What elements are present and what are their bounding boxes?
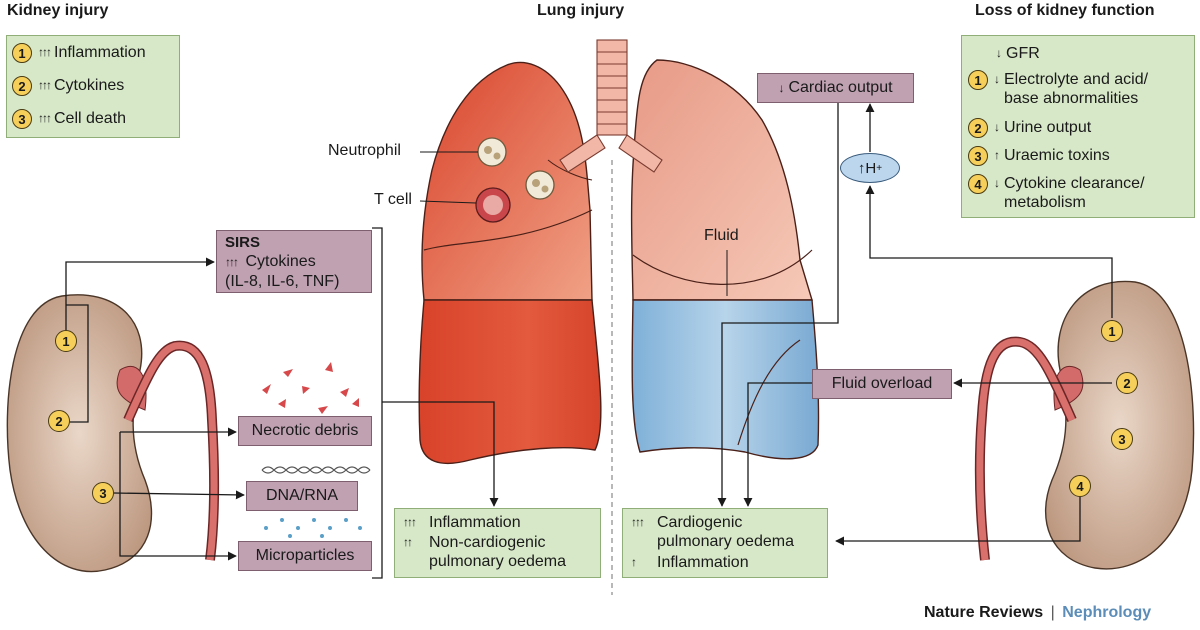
item-text-line: Electrolyte and acid/ <box>1004 71 1149 88</box>
up-arrow-icon: ↑ <box>631 555 637 569</box>
left-kidney-badge-1: 1 <box>55 330 77 352</box>
number-badge: 2 <box>968 118 988 138</box>
connector-arrows <box>65 103 1113 579</box>
number-badge: 4 <box>968 174 988 194</box>
outcome-left-item-2: ↑↑ Non-cardiogenic pulmonary oedema <box>403 533 566 571</box>
loss-item-2: 2 ↓ Urine output <box>968 118 1091 138</box>
necrotic-debris-shards <box>262 362 359 414</box>
kidney-injury-item-3: 3 ↑↑↑ Cell death <box>12 109 126 129</box>
item-text: GFR <box>1006 45 1040 62</box>
item-text: Inflammation <box>657 554 749 571</box>
dna-rna-box: DNA/RNA <box>246 481 358 511</box>
up-arrows-icon: ↑↑↑ <box>38 45 52 59</box>
item-text: Inflammation <box>429 514 521 531</box>
up-arrows-icon: ↑↑↑ <box>631 515 645 529</box>
item-text-line: pulmonary oedema <box>657 533 794 550</box>
neutrophil-cells <box>477 137 555 200</box>
right-kidney-badge-3: 3 <box>1111 428 1133 450</box>
left-kidney-badge-2: 2 <box>48 410 70 432</box>
right-lung <box>630 59 820 460</box>
outcome-right-item-1: ↑↑↑ Cardiogenic pulmonary oedema <box>631 513 794 551</box>
t-cell <box>475 187 511 223</box>
down-arrow-icon: ↓ <box>994 176 1000 190</box>
right-kidney-badge-2: 2 <box>1116 372 1138 394</box>
fluid-overload-box: Fluid overload <box>812 369 952 399</box>
gfr-item: ↓ GFR <box>996 44 1040 63</box>
down-arrow-icon: ↓ <box>994 120 1000 134</box>
cardiac-output-label: Cardiac output <box>788 79 893 96</box>
kidney-injury-item-2: 2 ↑↑↑ Cytokines <box>12 76 124 96</box>
down-arrow-icon: ↓ <box>994 72 1000 86</box>
item-text: Cytokines <box>54 77 125 94</box>
number-badge: 1 <box>12 43 32 63</box>
outcome-right-item-2: ↑ Inflammation <box>631 553 749 572</box>
up-arrow-icon: ↑ <box>994 148 1000 162</box>
left-kidney-badge-3: 3 <box>92 482 114 504</box>
right-kidney <box>974 280 1195 570</box>
cardiac-output-box: ↓ Cardiac output <box>757 73 914 103</box>
necrotic-debris-box: Necrotic debris <box>238 416 372 446</box>
item-text-line: pulmonary oedema <box>429 553 566 570</box>
item-text: Cell death <box>54 110 127 127</box>
right-kidney-badge-1: 1 <box>1101 320 1123 342</box>
kidney-injury-title: Kidney injury <box>7 2 109 19</box>
item-text-line: Cardiogenic <box>657 514 743 531</box>
loss-kidney-function-box: ↓ GFR 1 ↓ Electrolyte and acid/ base abn… <box>961 35 1195 218</box>
number-badge: 1 <box>968 70 988 90</box>
up-arrows-icon: ↑↑↑ <box>403 515 417 529</box>
hydrogen-ion-label: ↑H <box>857 159 877 177</box>
t-cell-label: T cell <box>374 191 412 208</box>
item-text-line: metabolism <box>1004 194 1086 211</box>
item-text: Uraemic toxins <box>1004 147 1110 164</box>
publisher-name: Nature Reviews <box>924 604 1044 621</box>
item-text-line: Non-cardiogenic <box>429 534 546 551</box>
down-arrow-icon: ↓ <box>778 81 785 95</box>
outcome-left-item-1: ↑↑↑ Inflammation <box>403 513 521 532</box>
loss-kidney-function-title: Loss of kidney function <box>975 2 1155 19</box>
item-text-line: Cytokine clearance/ <box>1004 175 1145 192</box>
number-badge: 2 <box>12 76 32 96</box>
loss-item-4: 4 ↓ Cytokine clearance/ metabolism <box>968 174 1145 212</box>
microparticles-box: Microparticles <box>238 541 372 571</box>
loss-item-1: 1 ↓ Electrolyte and acid/ base abnormali… <box>968 70 1148 108</box>
dna-strand <box>261 466 371 474</box>
sirs-title: SIRS <box>225 234 261 251</box>
non-cardiogenic-outcome-box: ↑↑↑ Inflammation ↑↑ Non-cardiogenic pulm… <box>394 508 601 578</box>
up-arrows-icon: ↑↑↑ <box>38 78 52 92</box>
number-badge: 3 <box>12 109 32 129</box>
kidney-injury-box: 1 ↑↑↑ Inflammation 2 ↑↑↑ Cytokines 3 ↑↑↑… <box>6 35 180 138</box>
item-text-line: base abnormalities <box>1004 90 1139 107</box>
up-arrows-icon: ↑↑↑ <box>225 255 239 269</box>
journal-name: Nephrology <box>1062 604 1152 621</box>
down-arrow-icon: ↓ <box>996 46 1002 60</box>
journal-credit: Nature Reviews | Nephrology <box>924 604 1151 622</box>
left-lung <box>418 61 602 464</box>
microparticle-dots <box>264 518 362 538</box>
sirs-cytokine-list: (IL-8, IL-6, TNF) <box>225 273 340 290</box>
loss-item-3: 3 ↑ Uraemic toxins <box>968 146 1110 166</box>
right-kidney-badge-4: 4 <box>1069 475 1091 497</box>
neutrophil-label: Neutrophil <box>328 142 401 159</box>
sirs-cytokines-line: ↑↑↑ Cytokines <box>225 252 363 272</box>
number-badge: 3 <box>968 146 988 166</box>
kidney-injury-item-1: 1 ↑↑↑ Inflammation <box>12 43 146 63</box>
credit-separator: | <box>1050 604 1055 621</box>
lung-injury-title: Lung injury <box>537 2 625 19</box>
up-arrows-icon: ↑↑↑ <box>38 111 52 125</box>
fluid-label: Fluid <box>704 227 739 244</box>
sirs-cytokines: Cytokines <box>245 253 316 270</box>
up-arrows-icon: ↑↑ <box>403 535 413 549</box>
left-kidney <box>6 294 220 573</box>
item-text: Inflammation <box>54 44 146 61</box>
cardiogenic-outcome-box: ↑↑↑ Cardiogenic pulmonary oedema ↑ Infla… <box>622 508 828 578</box>
hydrogen-ion-badge: ↑H+ <box>840 153 900 183</box>
sirs-box: SIRS ↑↑↑ Cytokines (IL-8, IL-6, TNF) <box>216 230 372 293</box>
item-text: Urine output <box>1004 119 1092 136</box>
trachea <box>559 39 663 173</box>
